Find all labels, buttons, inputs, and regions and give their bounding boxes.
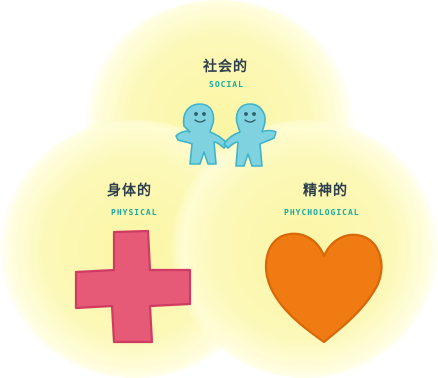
social-label: 社会的 [203, 59, 248, 75]
people-icon [175, 103, 277, 167]
heart-icon [264, 232, 383, 344]
social-sublabel: SOCIAL [209, 80, 244, 89]
cross-icon [74, 229, 192, 344]
psychological-sublabel: PHYCHOLOGICAL [284, 208, 360, 217]
physical-label: 身体的 [107, 183, 152, 199]
physical-sublabel: PHYSICAL [111, 208, 158, 217]
psychological-label: 精神的 [303, 183, 348, 199]
